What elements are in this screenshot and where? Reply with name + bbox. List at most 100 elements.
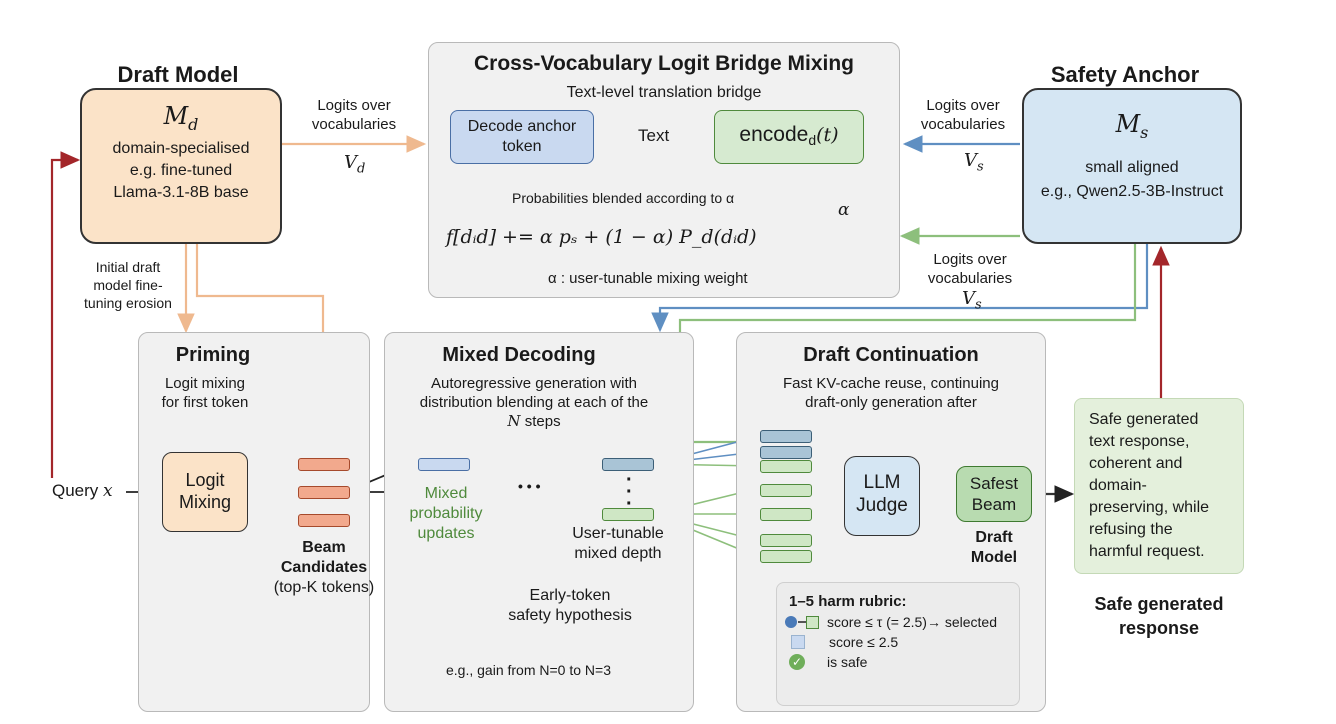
output-line1: Safe generated bbox=[1089, 411, 1199, 428]
mixed-prob-2: probability bbox=[409, 505, 483, 522]
safety-anchor-heading: Safety Anchor bbox=[1050, 62, 1200, 87]
cont-desc-2: draft-only generation after bbox=[805, 394, 977, 411]
rubric-row-3: ✓ is safe bbox=[789, 654, 1019, 670]
output-line4: domain- bbox=[1089, 477, 1147, 494]
priming-title: Priming bbox=[175, 344, 251, 366]
decode-line2: token bbox=[502, 138, 542, 155]
query-text: Query bbox=[52, 481, 99, 500]
rubric-connector bbox=[798, 621, 806, 623]
draft-logits-line1: Logits over bbox=[317, 97, 391, 114]
output-line5: preserving, while bbox=[1089, 499, 1210, 516]
draft-vocab-symbol: Vd bbox=[344, 152, 365, 177]
draft-vocab-v: V bbox=[344, 152, 357, 173]
cont-token-1 bbox=[760, 430, 812, 443]
anchor-logits-top-1: Logits over bbox=[926, 97, 1000, 114]
safest-beam-box: Safest Beam bbox=[956, 466, 1032, 522]
draft-model-box: Md domain-specialised e.g. fine-tuned Ll… bbox=[80, 88, 282, 244]
bridge-subtitle: Text-level translation bridge bbox=[566, 84, 762, 101]
anchor-logits-top: Logits over vocabularies bbox=[908, 96, 1018, 134]
anchor-symbol-sub: s bbox=[1140, 122, 1149, 142]
anchor-line2: e.g., Qwen2.5-3B-Instruct bbox=[1040, 182, 1224, 200]
hypothesis-label: Early-token safety hypothesis bbox=[500, 586, 640, 626]
rubric-row-2: score ≤ 2.5 bbox=[791, 634, 1019, 650]
query-var: x bbox=[103, 481, 113, 501]
output-line3: coherent and bbox=[1089, 455, 1183, 472]
depth-token-green bbox=[602, 508, 654, 521]
beam-label-2: Candidates bbox=[280, 559, 368, 576]
draft-model-symbol-sub: d bbox=[188, 114, 199, 134]
priming-desc-1: Logit mixing bbox=[164, 375, 246, 392]
rubric-square-icon bbox=[806, 615, 819, 629]
draft-model-heading: Draft Model bbox=[117, 62, 239, 87]
anchor-logits-bot-2: vocabularies bbox=[927, 270, 1013, 287]
anchor-vocab-bot-sub: s bbox=[975, 297, 982, 313]
encode-sub: d bbox=[808, 132, 817, 149]
llm-judge-box: LLM Judge bbox=[844, 456, 920, 536]
check-icon: ✓ bbox=[789, 654, 805, 670]
hyp-2: safety hypothesis bbox=[508, 607, 632, 624]
judge-1: LLM bbox=[863, 472, 901, 493]
decode-line1: Decode anchor bbox=[467, 118, 577, 135]
beam-token-3 bbox=[298, 514, 350, 527]
harm-rubric-box: 1–5 harm rubric: score ≤ τ (= 2.5)→ sele… bbox=[776, 582, 1020, 706]
encode-arg: (t) bbox=[816, 124, 839, 146]
cont-token-7 bbox=[760, 550, 812, 563]
logit-mixing-1: Logit bbox=[185, 470, 225, 490]
anchor-vocab-top-sub: s bbox=[977, 159, 984, 175]
depth-token-blue bbox=[602, 458, 654, 471]
mixed-desc-2: distribution blending at each of the bbox=[419, 394, 649, 411]
decode-token-blue bbox=[418, 458, 470, 471]
mixed-prob-1: Mixed bbox=[424, 485, 468, 502]
erosion-line2: model fine- bbox=[93, 277, 163, 293]
anchor-logits-bottom: Logits over vocabularies bbox=[912, 250, 1028, 288]
anchor-line1: small aligned bbox=[1085, 158, 1179, 176]
anchor-vocab-bot-v: V bbox=[962, 288, 975, 309]
draft-vocab-sub: d bbox=[357, 161, 366, 177]
draft-continuation-title: Draft Continuation bbox=[803, 344, 979, 366]
beam-token-1 bbox=[298, 458, 350, 471]
arrow-anchor-green-branch bbox=[678, 244, 1137, 444]
bridge-panel bbox=[428, 42, 900, 298]
cont-token-6 bbox=[760, 534, 812, 547]
draft-model-line3: Llama-3.1-8B base bbox=[113, 183, 249, 201]
rubric-row-1: score ≤ τ (= 2.5)→ selected bbox=[785, 614, 1019, 630]
mixed-desc-n: N bbox=[507, 412, 521, 430]
anchor-vocab-top-v: V bbox=[964, 150, 977, 171]
output-label: Safe generated response bbox=[1074, 592, 1244, 640]
anchor-logits-top-2: vocabularies bbox=[920, 116, 1006, 133]
rubric-blue-square-icon bbox=[791, 635, 805, 649]
rubric-circle-icon bbox=[785, 616, 797, 628]
draft-logits-label: Logits over vocabularies bbox=[294, 96, 414, 134]
hyp-1: Early-token bbox=[529, 587, 611, 604]
output-label-1: Safe generated bbox=[1094, 594, 1224, 614]
priming-desc-2: for first token bbox=[161, 394, 249, 411]
depth-1: User-tunable bbox=[572, 525, 664, 542]
erosion-line3: tuning erosion bbox=[84, 295, 172, 311]
arrow-anchor-mixed-decoding bbox=[651, 244, 1149, 333]
anchor-vocab-bottom: Vs bbox=[962, 288, 982, 313]
ellipsis: • • • bbox=[518, 478, 541, 494]
draft-model-symbol: M bbox=[163, 102, 189, 130]
decode-anchor-box: Decode anchor token bbox=[450, 110, 594, 164]
alpha-note: α : user-tunable mixing weight bbox=[548, 270, 748, 287]
output-line7: harmful request. bbox=[1089, 543, 1205, 560]
query-label: Query x bbox=[52, 481, 113, 501]
cont-token-5 bbox=[760, 508, 812, 521]
anchor-vocab-top: Vs bbox=[964, 150, 984, 175]
safety-anchor-box: Ms small aligned e.g., Qwen2.5-3B-Instru… bbox=[1022, 88, 1242, 244]
draft-continuation-desc: Fast KV-cache reuse, continuing draft-on… bbox=[736, 374, 1046, 412]
mixed-desc-steps: steps bbox=[524, 413, 561, 430]
mixed-prob-label: Mixed probability updates bbox=[406, 484, 486, 544]
beam-label-3: (top-K tokens) bbox=[273, 579, 375, 596]
cont-token-3 bbox=[760, 460, 812, 473]
draft-model-tag: Draft Model bbox=[944, 528, 1044, 568]
cont-token-2 bbox=[760, 446, 812, 459]
depth-label: User-tunable mixed depth bbox=[558, 524, 678, 564]
erosion-label: Initial draft model fine- tuning erosion bbox=[70, 258, 186, 312]
alpha-curve-label: α bbox=[838, 200, 850, 220]
anchor-symbol: M bbox=[1115, 110, 1141, 138]
judge-2: Judge bbox=[856, 495, 908, 516]
erosion-line1: Initial draft bbox=[95, 259, 161, 275]
text-label: Text bbox=[638, 126, 670, 145]
